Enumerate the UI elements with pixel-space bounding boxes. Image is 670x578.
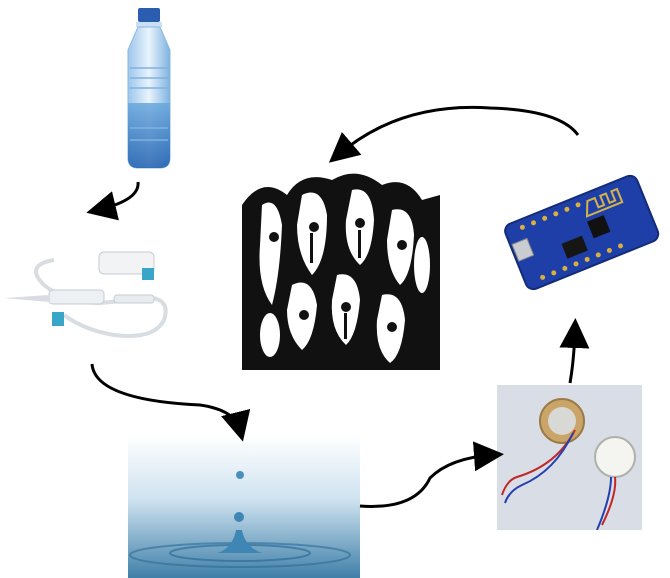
wemos-board-icon [498, 170, 663, 292]
iv-drip-set-icon [4, 240, 184, 345]
arrow-board-to-faces [328, 105, 580, 163]
piezo-disc-sensor-icon [497, 385, 642, 530]
arrow-ivset-to-drop [90, 363, 251, 442]
water-bottle-icon [118, 8, 180, 170]
arrow-piezo-to-board [559, 318, 590, 384]
crowd-faces-illustration-icon [242, 165, 440, 370]
water-drop-splash-icon [128, 435, 360, 578]
arrow-bottle-to-ivset [86, 181, 140, 221]
arrow-drop-to-piezo [359, 441, 504, 508]
